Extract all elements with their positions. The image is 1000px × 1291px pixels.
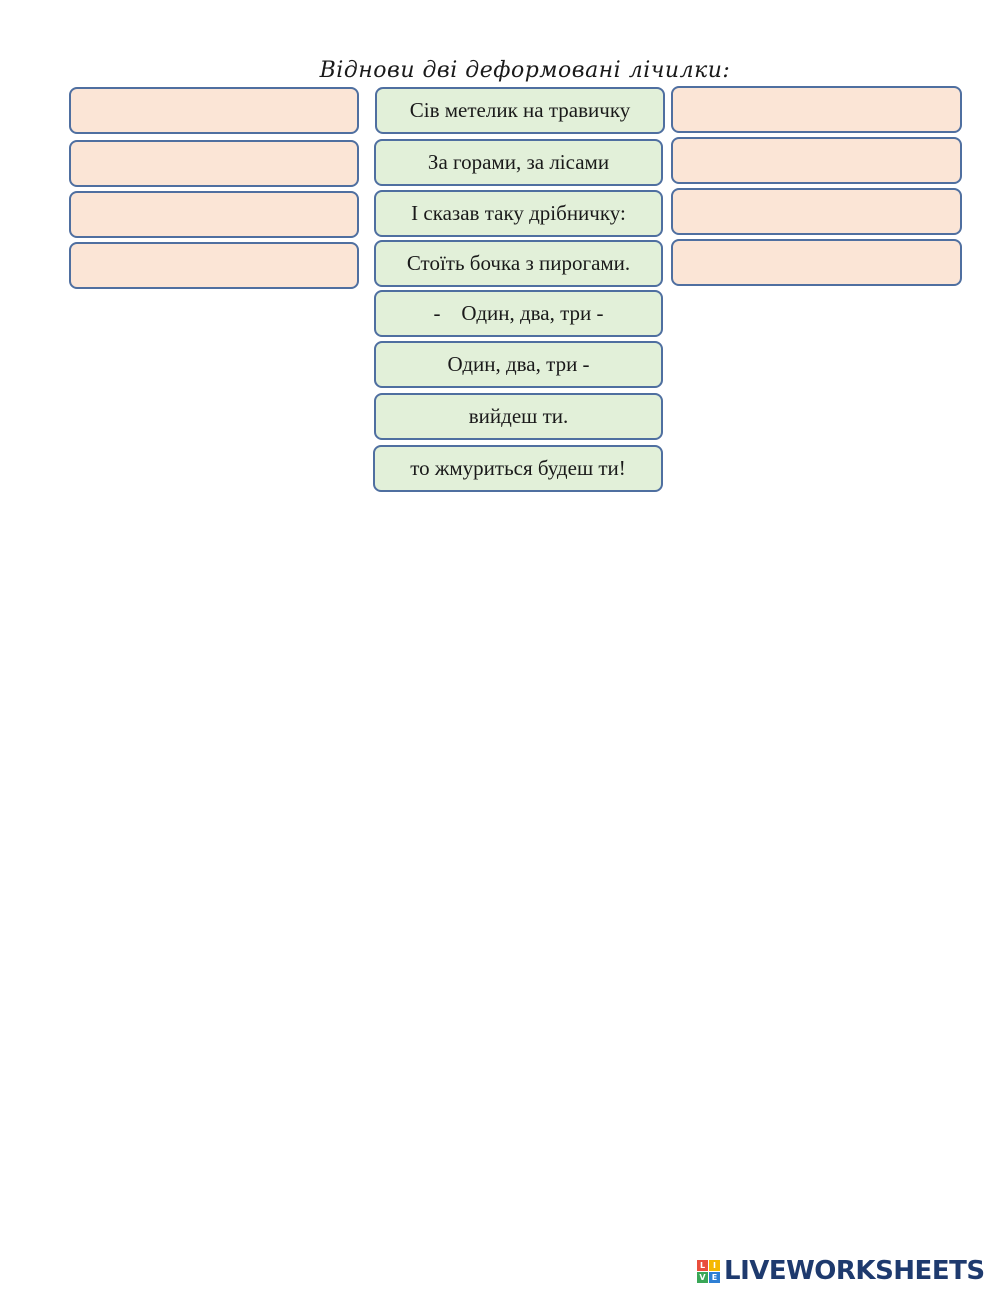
logo-letter-v: V [697, 1271, 708, 1283]
logo-letter-l: L [697, 1259, 708, 1271]
drag-tile-6[interactable]: Один, два, три - [374, 341, 663, 388]
drop-slot-right-1[interactable] [671, 86, 962, 133]
worksheet-title: Віднови дві деформовані лічилки: [319, 58, 731, 83]
liveworksheets-wordmark: LIVEWORKSHEETS [724, 1256, 985, 1286]
liveworksheets-logo-icon: L I V E [697, 1259, 720, 1283]
drop-slot-right-4[interactable] [671, 239, 962, 286]
drag-tile-8[interactable]: то жмуриться будеш ти! [373, 445, 663, 492]
drop-slot-left-1[interactable] [69, 87, 359, 134]
drop-slot-left-3[interactable] [69, 191, 359, 238]
drop-slot-right-2[interactable] [671, 137, 962, 184]
drag-tile-2[interactable]: За горами, за лісами [374, 139, 663, 186]
drop-slot-left-2[interactable] [69, 140, 359, 187]
drag-tile-4[interactable]: Стоїть бочка з пирогами. [374, 240, 663, 287]
drop-slot-right-3[interactable] [671, 188, 962, 235]
drag-tile-7[interactable]: вийдеш ти. [374, 393, 663, 440]
drag-tile-5[interactable]: - Один, два, три - [374, 290, 663, 337]
logo-letter-e: E [709, 1271, 720, 1283]
liveworksheets-logo[interactable]: L I V E LIVEWORKSHEETS [697, 1253, 985, 1289]
logo-letter-i: I [709, 1259, 720, 1271]
drag-tile-3[interactable]: І сказав таку дрібничку: [374, 190, 663, 237]
drop-slot-left-4[interactable] [69, 242, 359, 289]
drag-tile-1[interactable]: Сів метелик на травичку [375, 87, 665, 134]
